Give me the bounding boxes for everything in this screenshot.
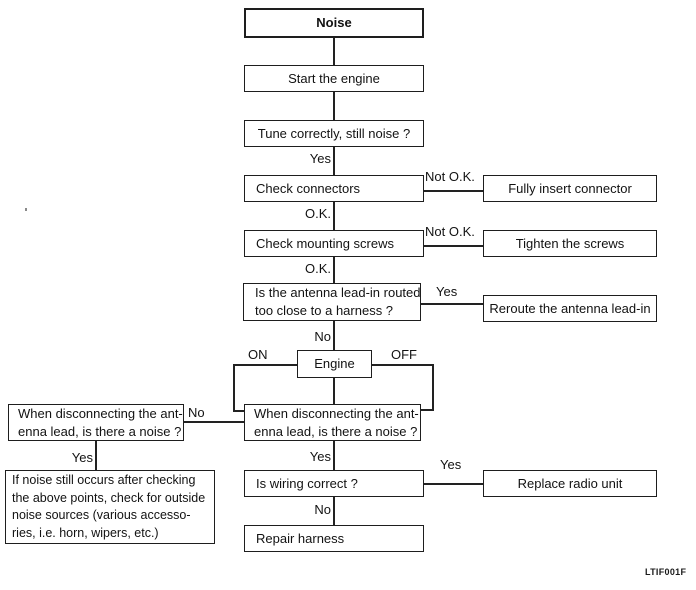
node-tighten-screws-label: Tighten the screws [515,235,625,251]
connector-engine-off-jog [421,409,434,411]
connector-engine-off-h [371,364,433,366]
node-fully-insert-connector: Fully insert connector [483,175,657,202]
node-outside-noise-line2: the above points, check for outside [12,490,206,505]
node-reroute-antenna: Reroute the antenna lead-in [483,295,657,322]
node-repair-harness: Repair harness [244,525,424,552]
node-when-left-line2: enna lead, is there a noise ? [18,423,182,439]
edge-label-connectors-ok: O.K. [304,206,331,221]
node-tune-correctly: Tune correctly, still noise ? [244,120,424,147]
connector-whenleft-outside [95,441,97,470]
node-check-mounting-screws: Check mounting screws [244,230,424,257]
node-outside-noise-line1: If noise still occurs after checking [12,473,196,487]
node-when-disconnecting-right: When disconnecting the ant- enna lead, i… [244,404,421,441]
connector-wiring-repair [333,497,335,525]
node-start-engine: Start the engine [244,65,424,92]
node-replace-radio-unit: Replace radio unit [483,470,657,497]
edge-label-engine-off: OFF [391,347,417,362]
edge-label-screws-ok: O.K. [304,261,331,276]
connector-engine-off-v [432,364,434,410]
connector-engine-on-jog [233,410,245,412]
edge-label-when-left-yes: Yes [71,450,93,465]
edge-label-wiring-yes: Yes [440,457,462,472]
node-tighten-screws: Tighten the screws [483,230,657,257]
node-when-right-line1: When disconnecting the ant- [254,405,419,421]
connector-tune-connectors [333,147,335,175]
node-check-mounting-screws-label: Check mounting screws [256,235,394,251]
node-repair-harness-label: Repair harness [256,530,345,546]
node-when-disconnecting-left: When disconnecting the ant- enna lead, i… [8,404,184,441]
node-outside-noise-line4: ries, i.e. horn, wipers, etc.) [12,525,159,540]
connector-whenright-whenleft [184,421,245,423]
edge-label-antenna-no: No [314,329,331,344]
node-engine: Engine [297,350,372,378]
node-antenna-lead-in-routed: Is the antenna lead-in routed too close … [243,283,421,321]
node-noise-label: Noise [316,15,352,30]
connector-noise-start [333,38,335,65]
node-reroute-antenna-label: Reroute the antenna lead-in [489,300,651,316]
edge-label-when-right-yes: Yes [309,449,331,464]
node-when-right-line2: enna lead, is there a noise ? [254,423,418,439]
node-check-connectors-label: Check connectors [256,180,361,196]
node-replace-radio-unit-label: Replace radio unit [517,475,623,491]
connector-antenna-engine [333,321,335,350]
node-outside-noise-sources: If noise still occurs after checking the… [5,470,215,544]
node-start-engine-label: Start the engine [288,70,380,86]
connector-wiring-replace [424,483,483,485]
connector-engine-whenright [333,378,335,404]
node-fully-insert-connector-label: Fully insert connector [508,180,632,196]
node-when-left-line1: When disconnecting the ant- [18,405,183,421]
connector-connectors-fullyinsert [424,190,483,192]
edge-label-connectors-not-ok: Not O.K. [425,169,475,184]
node-noise: Noise [244,8,424,38]
connector-start-tune [333,92,335,120]
node-outside-noise-line3: noise sources (various accesso- [12,508,191,522]
edge-label-screws-not-ok: Not O.K. [425,224,475,239]
node-engine-label: Engine [314,356,355,371]
figure-code: LTIF001F [645,567,687,577]
edge-label-engine-on: ON [248,347,268,362]
connector-whenright-wiring [333,441,335,470]
connector-engine-on-h [233,364,297,366]
node-is-wiring-correct-label: Is wiring correct ? [256,475,358,491]
node-antenna-routed-line1: Is the antenna lead-in routed [255,285,421,300]
node-is-wiring-correct: Is wiring correct ? [244,470,424,497]
edge-label-wiring-no: No [314,502,331,517]
scan-artifact-dot [25,208,27,211]
node-tune-correctly-label: Tune correctly, still noise ? [257,125,411,141]
connector-connectors-screws [333,202,335,230]
connector-screws-tighten [424,245,483,247]
edge-label-tune-yes: Yes [309,151,331,166]
edge-label-when-no: No [188,405,205,420]
node-antenna-routed-line2: too close to a harness ? [255,303,394,318]
connector-screws-antenna [333,257,335,283]
edge-label-antenna-yes: Yes [436,284,458,299]
node-check-connectors: Check connectors [244,175,424,202]
connector-antenna-reroute [421,303,483,305]
connector-engine-on-v [233,364,235,411]
